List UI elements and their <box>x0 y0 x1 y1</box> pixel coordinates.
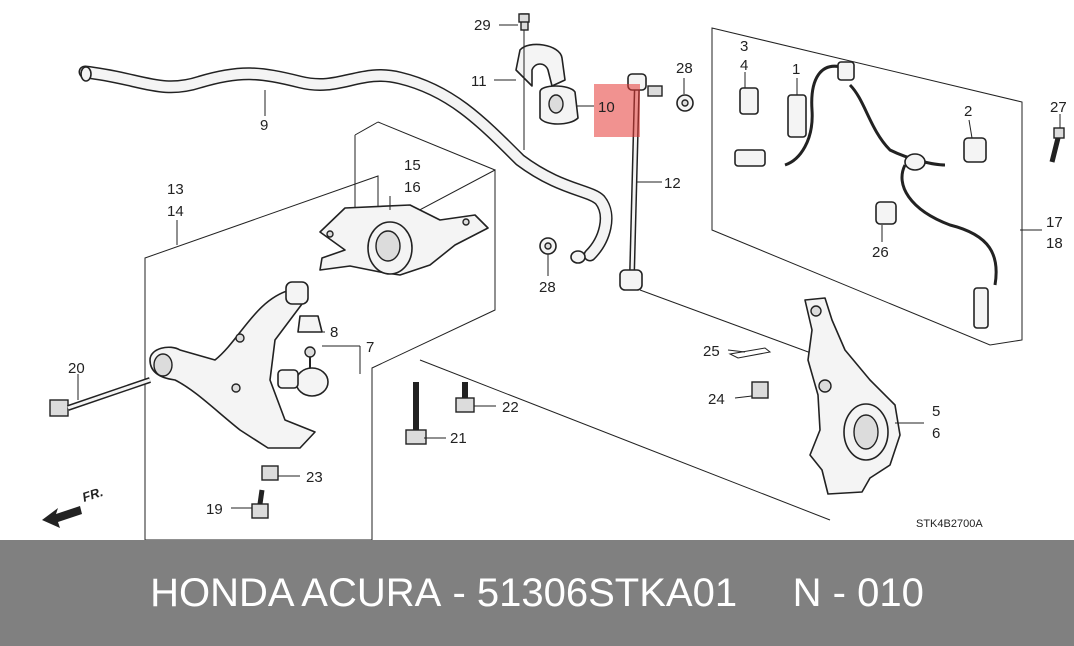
callout-27: 27 <box>1050 99 1067 116</box>
callout-20: 20 <box>68 360 85 377</box>
callout-25: 25 <box>703 343 720 360</box>
ref-text: N - 010 <box>792 570 924 615</box>
ball-joint <box>277 315 329 397</box>
callout-17: 17 <box>1046 214 1063 231</box>
callout-24: 24 <box>708 391 725 408</box>
steering-knuckle <box>804 297 901 495</box>
compliance-bushing <box>319 204 489 276</box>
stabilizer-bar <box>78 65 613 264</box>
bolts <box>49 13 1065 519</box>
parts-diagram: FR. 29 11 10 28 28 9 12 13 14 15 16 3 4 … <box>42 13 1067 540</box>
spacer <box>737 571 793 616</box>
callout-7: 7 <box>366 339 374 356</box>
callout-15: 15 <box>404 157 421 174</box>
callout-11: 11 <box>471 73 487 90</box>
callout-13: 13 <box>167 181 184 198</box>
separator-text: - <box>441 570 477 615</box>
callout-10: 10 <box>598 99 615 116</box>
callout-28-top: 28 <box>676 60 693 77</box>
callout-8: 8 <box>330 324 338 341</box>
callout-9: 9 <box>260 117 268 134</box>
callout-28-bottom: 28 <box>539 279 556 296</box>
callout-3: 3 <box>740 38 748 55</box>
callout-4: 4 <box>740 57 748 74</box>
callout-1: 1 <box>792 61 800 78</box>
callout-2: 2 <box>964 103 972 120</box>
callout-23: 23 <box>306 469 323 486</box>
callout-19: 19 <box>206 501 223 518</box>
front-label: FR. <box>80 484 105 505</box>
bar-bushing <box>539 85 579 125</box>
callout-numbers: 29 11 10 28 28 9 12 13 14 15 16 3 4 1 2 … <box>68 17 1067 530</box>
front-arrow-icon: FR. <box>42 484 105 528</box>
group-frames <box>144 27 1023 540</box>
callout-6: 6 <box>932 425 940 442</box>
abs-sensor-harness <box>734 61 998 329</box>
callout-16: 16 <box>404 179 421 196</box>
callout-5: 5 <box>932 403 940 420</box>
callout-18: 18 <box>1046 235 1063 252</box>
callout-21: 21 <box>450 430 467 447</box>
lower-arm <box>149 281 316 449</box>
callout-14: 14 <box>167 203 184 220</box>
footer-caption: HONDA ACURA - 51306STKA01 N - 010 <box>0 540 1074 646</box>
part-number-text: 51306STKA01 <box>476 570 738 615</box>
callout-29: 29 <box>474 17 491 34</box>
bar-bracket <box>515 13 566 150</box>
brand-text: HONDA ACURA <box>150 570 442 615</box>
drawing-code: STK4B2700A <box>916 518 983 530</box>
callout-12: 12 <box>664 175 681 192</box>
callout-26: 26 <box>872 244 889 261</box>
highlight-box <box>594 84 640 137</box>
callout-22: 22 <box>502 399 519 416</box>
leader-lines <box>77 24 1061 509</box>
